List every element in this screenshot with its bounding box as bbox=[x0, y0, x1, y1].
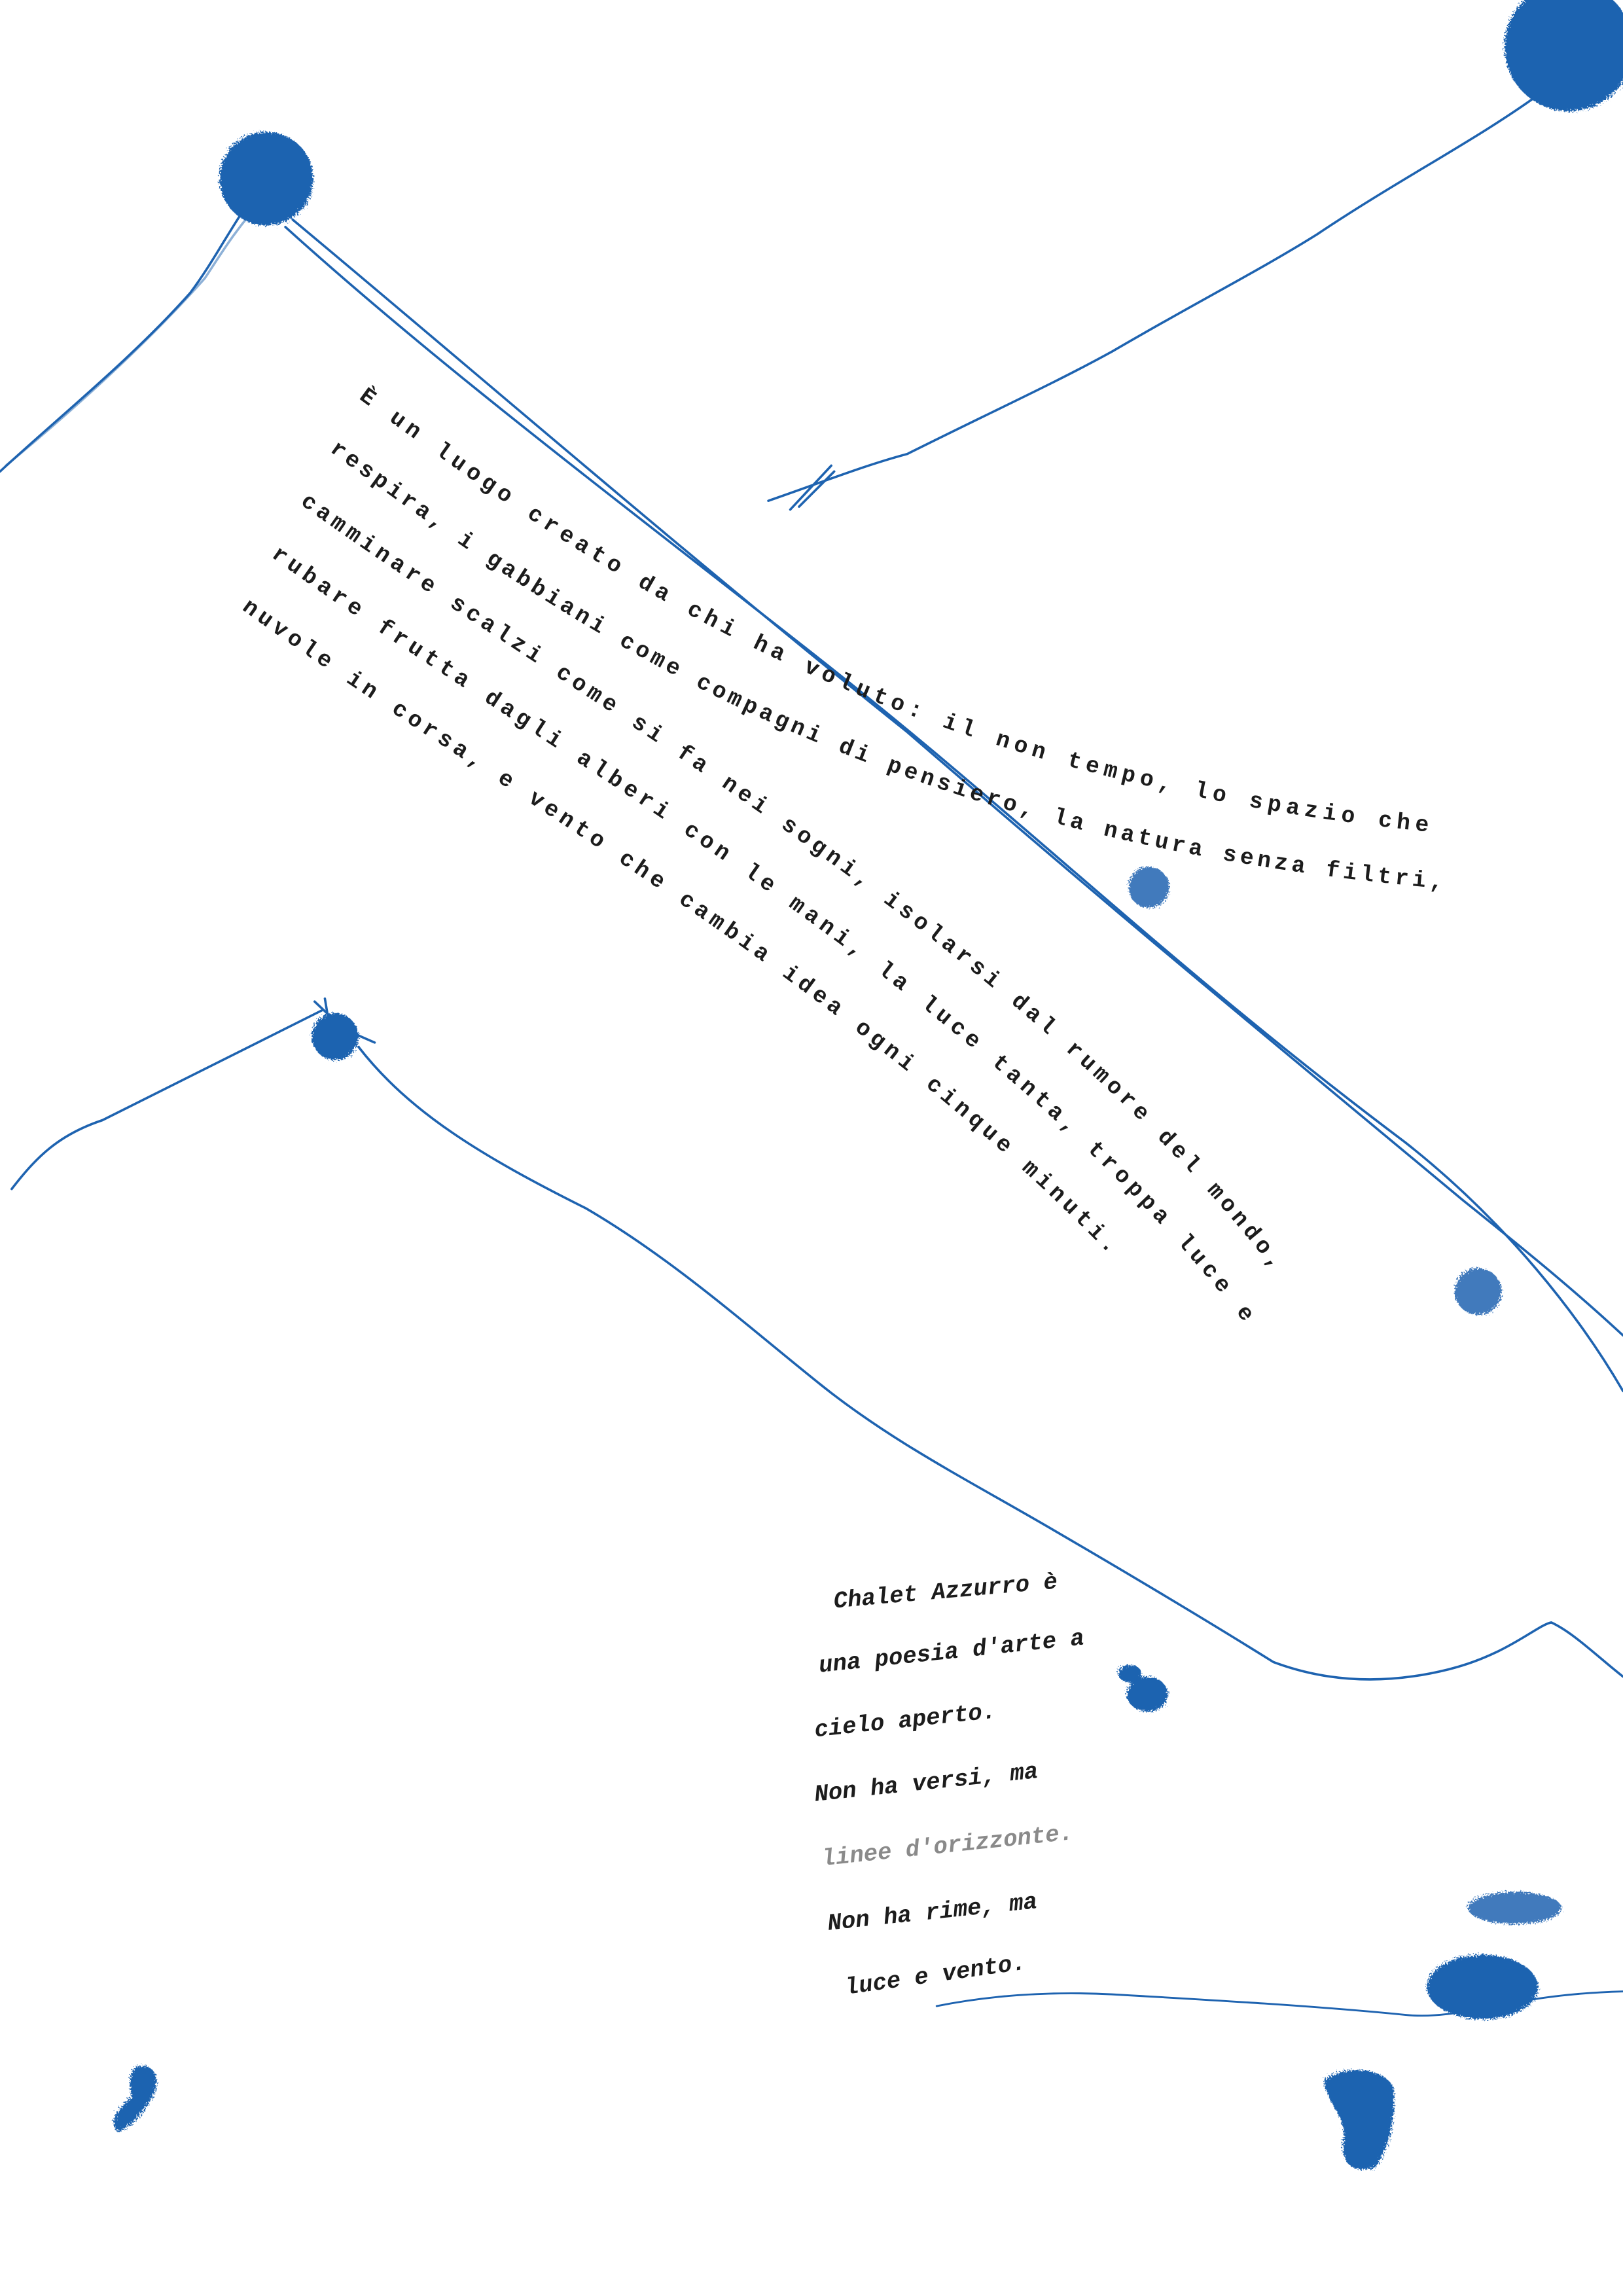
diagonal-line-a bbox=[284, 225, 1623, 1393]
prose-block: È un luogo creato da chi ha voluto: il n… bbox=[237, 382, 1444, 1327]
ink-blobs bbox=[113, 0, 1623, 2170]
poem-block: Chalet Azzurro è una poesia d'arte a cie… bbox=[813, 1569, 1085, 2001]
upper-right-slope bbox=[767, 89, 1546, 502]
ink-blob-poem-small bbox=[1118, 1664, 1142, 1683]
left-peak-line bbox=[0, 196, 253, 473]
ink-blob-top-right bbox=[1504, 0, 1623, 112]
poem-line-4: Non ha versi, ma bbox=[813, 1758, 1039, 1808]
ink-blob-horizon-1 bbox=[1467, 1892, 1562, 1924]
poem-line-6: Non ha rime, ma bbox=[827, 1888, 1039, 1937]
ink-blob-middle-peak bbox=[312, 1013, 359, 1060]
middle-long-slope bbox=[357, 1045, 1623, 1681]
left-peak-line-2 bbox=[5, 200, 262, 467]
ink-blob-horizon-2 bbox=[1427, 1954, 1539, 2020]
ink-splash-2 bbox=[1454, 1268, 1502, 1316]
poem-line-2: una poesia d'arte a bbox=[817, 1624, 1086, 1679]
ink-blob-poem bbox=[1126, 1676, 1168, 1712]
prose-line-5: nuvole in corsa, e vento che cambia idea… bbox=[237, 594, 1122, 1259]
ink-splash-1 bbox=[1128, 867, 1169, 908]
ink-blob-bottom-left bbox=[113, 2066, 157, 2132]
prose-line-2: respira, i gabbiani come compagni di pen… bbox=[325, 436, 1444, 895]
upper-right-tick bbox=[789, 464, 836, 511]
prose-line-4: rubare frutta dagli alberi con le mani, … bbox=[266, 541, 1258, 1327]
diagonal-line-b bbox=[291, 218, 1623, 1337]
mountain-lines bbox=[0, 89, 1623, 2017]
ink-blob-bottom-right bbox=[1324, 2070, 1395, 2170]
ink-blob-left-peak bbox=[219, 132, 313, 226]
poem-line-3: cielo aperto. bbox=[813, 1698, 997, 1744]
poem-line-1: Chalet Azzurro è bbox=[832, 1569, 1059, 1615]
middle-left-slope bbox=[10, 1009, 323, 1191]
poem-line-5: linee d'orizzonte. bbox=[821, 1820, 1075, 1873]
poem-line-7: luce e vento. bbox=[843, 1950, 1027, 2001]
